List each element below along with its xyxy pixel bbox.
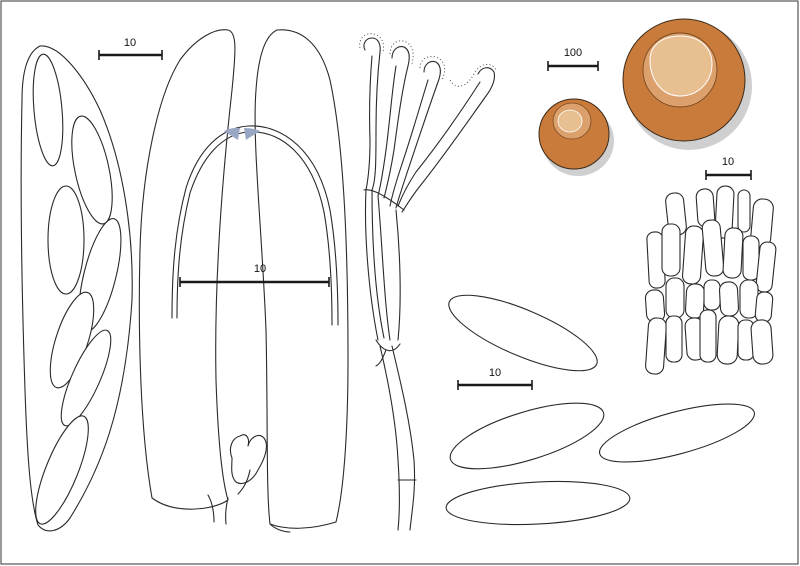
ascus-with-ascospores	[20, 45, 133, 532]
ascus-apex-detail: 10	[138, 29, 349, 533]
scale-label-ascospores: 10	[489, 367, 501, 379]
scale-label-apex: 10	[254, 263, 266, 275]
ascus-scale: 10	[98, 37, 163, 60]
scale-label-ascus: 10	[124, 37, 136, 49]
excipulum-cells: 10	[644, 156, 777, 375]
apical-ring-stain-left	[224, 128, 240, 140]
scale-label-ascomata: 100	[564, 47, 582, 59]
ascospores: 10	[445, 294, 756, 526]
scale-label-excipulum: 10	[722, 156, 734, 168]
paraphyses	[359, 33, 497, 531]
ascomata: 100	[538, 18, 752, 176]
apical-ring-stain-right	[244, 128, 260, 140]
